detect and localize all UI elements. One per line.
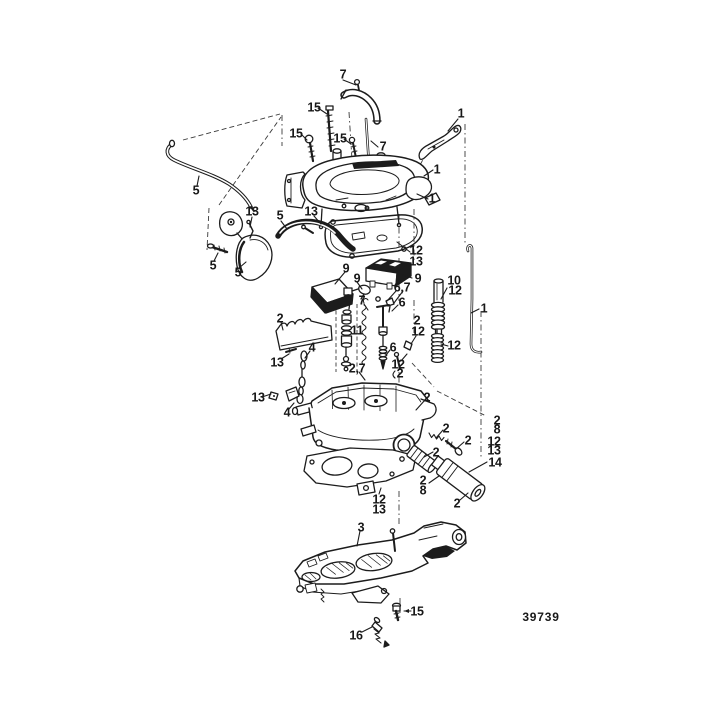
callout-6: 6	[399, 295, 406, 309]
callout-13: 13	[245, 204, 259, 218]
callout-2: 2	[454, 496, 461, 510]
callout-5: 5	[277, 208, 284, 222]
callout-12: 12	[411, 324, 425, 338]
callout-1: 1	[458, 106, 465, 120]
callout-2: 2	[443, 421, 450, 435]
callout-11: 11	[351, 323, 364, 337]
callout-7: 7	[380, 139, 387, 153]
callout-7: 7	[340, 67, 347, 81]
callout-5: 5	[210, 258, 217, 272]
idle-valve-16	[371, 616, 390, 648]
screws-15	[304, 105, 358, 163]
fuel-line-5	[165, 139, 255, 212]
callout-1: 1	[434, 162, 441, 176]
main-body	[291, 382, 437, 457]
callout-6-7: 6,7	[394, 280, 411, 294]
construction-lines	[182, 111, 487, 613]
callout-2: 2	[494, 413, 501, 427]
callout-12: 12	[391, 357, 405, 371]
callout-2: 2	[424, 390, 431, 404]
callout-8: 8	[494, 422, 501, 436]
callout-1: 1	[429, 191, 436, 205]
lever-screw-7	[353, 78, 361, 91]
inlet-spring-2	[428, 432, 445, 442]
callout-2: 2	[414, 313, 421, 327]
inlet-fitting-2	[431, 455, 486, 502]
clip-pin-12-2	[392, 340, 413, 379]
callout-2: 2	[433, 445, 440, 459]
callout-13: 13	[372, 502, 386, 516]
leader-lines	[196, 79, 488, 633]
metering-gasket-2	[275, 317, 333, 351]
callout-5: 5	[193, 183, 200, 197]
callout-2: 2	[277, 311, 284, 325]
needle-seat-6-7	[375, 296, 395, 313]
vent-hose-5	[275, 218, 356, 252]
screw-15-bottom	[391, 602, 402, 622]
callout-14: 14	[488, 455, 502, 469]
callout-4: 4	[284, 405, 291, 419]
callout-5: 5	[235, 265, 242, 279]
callout-13: 13	[487, 443, 501, 457]
callout-15: 15	[333, 131, 347, 145]
float-clip-9	[358, 284, 371, 300]
callout-8: 8	[420, 483, 427, 497]
callout-16: 16	[349, 628, 363, 642]
choke-lever-7	[340, 88, 382, 125]
pump-spring	[361, 298, 369, 366]
callout-2: 2	[397, 366, 404, 380]
callout-12: 12	[487, 434, 501, 448]
callout-12: 12	[372, 492, 386, 506]
drawing-number: 39739	[522, 610, 559, 624]
callout-3: 3	[358, 520, 365, 534]
callout-15: 15	[307, 100, 321, 114]
callout-9: 9	[354, 271, 361, 285]
spring-12	[430, 329, 445, 364]
callout-10: 10	[447, 273, 461, 287]
callout-6: 6	[390, 340, 397, 354]
air-horn-cover	[284, 148, 441, 234]
callout-15: 15	[289, 126, 303, 140]
callout-7: 7	[359, 293, 366, 307]
callout-13: 13	[409, 254, 423, 268]
callout-4: 4	[309, 340, 316, 354]
callout-9: 9	[343, 261, 350, 275]
callout-2: 2	[465, 433, 472, 447]
piston-spring-10-12	[430, 278, 446, 335]
callout-2-7: 2,7	[349, 361, 366, 375]
callout-12: 12	[447, 338, 461, 352]
choke-rod-lever-1	[418, 124, 462, 161]
callout-2: 2	[420, 473, 427, 487]
callout-13: 13	[251, 390, 265, 404]
bowl-baffle-9	[365, 258, 412, 290]
throttle-rod-1	[466, 244, 483, 354]
callout-1: 1	[481, 301, 488, 315]
choke-pulloff-5	[206, 211, 273, 281]
inlet-needle-2	[444, 438, 463, 456]
callout-13: 13	[304, 204, 318, 218]
power-piston-6	[376, 304, 390, 370]
callout-9: 9	[415, 271, 422, 285]
body-gasket-12-13	[303, 447, 417, 496]
throttle-plate-3	[294, 521, 467, 604]
float-9	[310, 278, 362, 314]
pump-assembly-11	[340, 294, 353, 372]
callout-13: 13	[270, 355, 284, 369]
callout-12: 12	[448, 283, 462, 297]
callout-12: 12	[409, 243, 423, 257]
callout-15: 15	[410, 604, 424, 618]
